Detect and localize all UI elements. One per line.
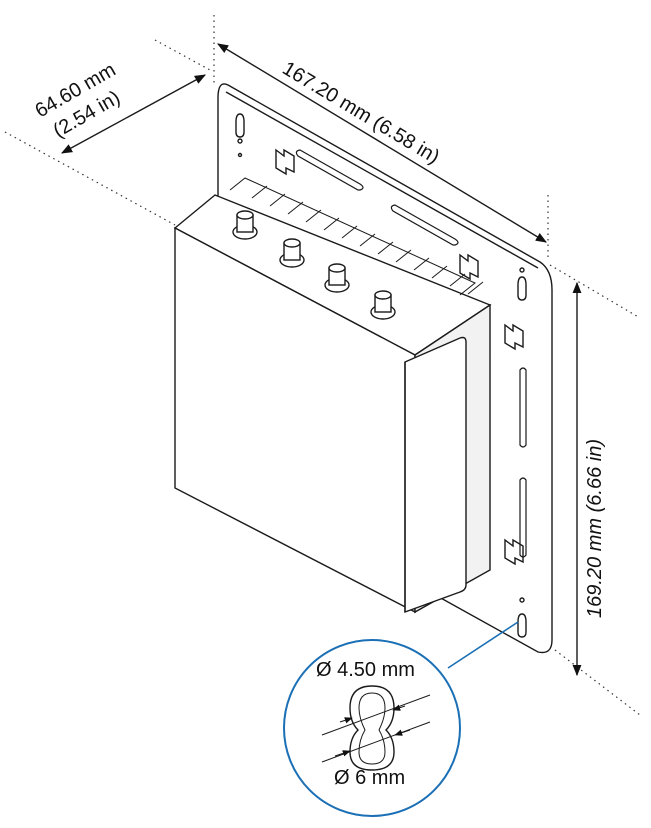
callout-leader-line	[447, 621, 519, 669]
antenna-connector-1	[232, 210, 258, 240]
antenna-connector-2	[279, 238, 305, 268]
heatsink-fins	[229, 177, 484, 296]
callout-circle	[283, 639, 461, 817]
device-enclosure	[173, 177, 492, 614]
depth-dimension-arrow	[61, 74, 206, 154]
height-label: 169.20 mm (6.66 in)	[584, 439, 606, 618]
extension-lines	[4, 15, 641, 716]
hole-large-diameter-label: Ø 6 mm	[334, 767, 405, 789]
hole-small-diameter-label: Ø 4.50 mm	[316, 659, 415, 681]
keyhole-slot-icon	[349, 685, 395, 771]
width-dimension-arrow	[217, 43, 547, 243]
antenna-connector-3	[324, 263, 350, 293]
keyhole-callout: Ø 4.50 mm Ø 6 mm	[283, 621, 519, 817]
antenna-connector-4	[370, 290, 396, 320]
